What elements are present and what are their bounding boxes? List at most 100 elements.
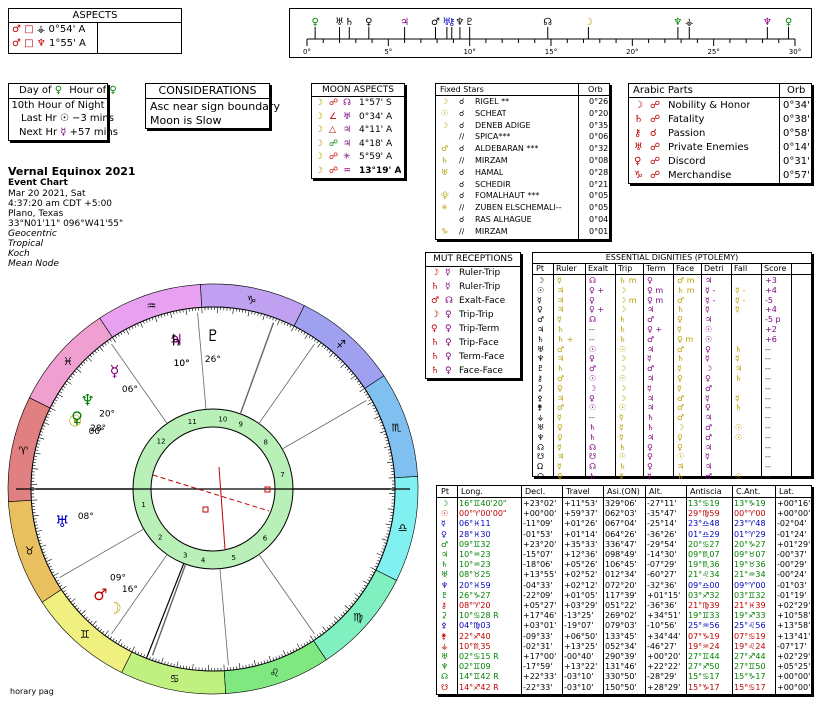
point-glyph: ⚷	[537, 374, 543, 383]
degree-tick	[35, 527, 39, 529]
aspect-glyph: ☍	[650, 142, 661, 153]
planet-degree: 00°	[89, 427, 105, 437]
aspects-panel: ASPECTS ♂ □ ⚶ 0°54' A ♂ □ ♆ 1°55' A	[8, 8, 182, 54]
position-row: ⚳10°♋28 R+17°46'-13°25'269°02'+34°51'19°…	[437, 611, 811, 621]
position-decl: +00°00'	[523, 509, 557, 519]
point-glyph: ☿	[537, 295, 542, 305]
dignity-cell: ♀ m	[677, 334, 694, 344]
ruler-marker-glyph: ☊	[543, 17, 552, 28]
dignity-cell: ☽	[619, 285, 627, 295]
degree-tick	[331, 622, 334, 626]
ruler-marker-glyph: ♃	[400, 17, 409, 28]
degree-tick	[362, 587, 366, 590]
dignity-cell: ☿ -	[735, 285, 746, 295]
degree-tick	[39, 542, 43, 545]
planet-glyph: ☊	[445, 296, 453, 306]
dignity-cell: ♂	[677, 344, 685, 354]
degree-tick	[356, 380, 360, 383]
degree-tick	[176, 661, 179, 668]
dignity-cell: ♀	[557, 383, 563, 393]
star-orb: 0°20'	[589, 108, 611, 118]
planet-degree: 09°	[110, 574, 126, 584]
dignity-cell: -5 p	[765, 315, 781, 325]
dignity-cell: ♄	[619, 462, 627, 472]
degree-tick	[61, 586, 67, 590]
aspect-glyph: ☍	[650, 170, 661, 181]
dignity-cell: ♃	[557, 452, 565, 462]
degree-tick	[363, 390, 367, 393]
star-name: SCHEAT	[475, 108, 507, 118]
degree-tick	[262, 314, 265, 321]
point-glyph: ♅	[441, 652, 449, 661]
aspect-orb: 13°19' A	[359, 165, 402, 176]
position-row: ☉00°♈00'00"+00°00'+59°37'062°03'-35°47'2…	[437, 509, 811, 519]
planet-degree: 20°	[99, 410, 115, 420]
degree-tick	[160, 314, 163, 318]
degree-tick	[335, 356, 339, 360]
house-cusp-line	[239, 322, 275, 415]
degree-tick	[253, 660, 256, 667]
position-ant: 29°♍59	[688, 509, 720, 519]
planet-degree: 16°	[122, 585, 138, 595]
position-lat: -01°03'	[777, 580, 807, 590]
position-alt: -32°36'	[647, 580, 677, 590]
point-glyph: ☊	[537, 472, 545, 481]
degree-tick	[99, 346, 104, 352]
house-number: 2	[158, 534, 162, 542]
degree-tick	[388, 521, 393, 523]
degree-tick	[309, 639, 312, 643]
degree-tick	[78, 609, 82, 613]
planet-degree: 10°	[174, 359, 190, 369]
dignity-cell: ♂ m	[677, 276, 695, 285]
aspect-row: ♂ □ ♆ 1°55' A	[12, 38, 181, 49]
degree-tick	[268, 655, 272, 662]
degree-tick	[55, 396, 59, 399]
aspect-line	[152, 474, 270, 512]
aspect-orb: 1°57' S	[359, 98, 392, 108]
degree-tick	[185, 308, 188, 316]
dignity-cell: ☊	[589, 276, 597, 285]
position-decl: -22°33'	[523, 682, 553, 692]
dignity-cell: ☿ -	[735, 295, 746, 305]
dignity-cell: ♄	[677, 305, 685, 315]
house-number: 12	[157, 438, 166, 446]
point-glyph: ♅	[537, 344, 545, 354]
dignity-cell: ☽	[619, 305, 627, 315]
dignity-cell: +4	[765, 285, 777, 295]
point-glyph: ♀	[537, 305, 543, 315]
dignity-cell: --	[765, 374, 771, 383]
dignity-cell: ♀	[677, 442, 683, 452]
planet-glyph: ☿	[445, 282, 451, 292]
degree-tick	[51, 571, 55, 574]
planet-degree: 06°	[122, 385, 138, 395]
point-glyph: ♄	[441, 560, 449, 570]
aspect-glyph: ☌	[459, 215, 465, 224]
position-long: 16°♊40'20"	[459, 499, 507, 508]
degree-tick	[326, 348, 329, 351]
degree-tick	[167, 662, 169, 666]
moon-glyph: ☽	[315, 138, 324, 149]
degree-tick	[362, 580, 369, 585]
house-cusp-line	[197, 312, 207, 410]
degree-tick	[41, 428, 45, 430]
dignity-cell: ♀	[647, 276, 653, 285]
sun-glyph: ☉	[59, 113, 69, 124]
dignities-header: Fall	[734, 264, 748, 273]
part-orb: 0°38'	[783, 114, 810, 125]
part-orb: 0°14'	[783, 142, 810, 153]
planet-glyph: ♃	[169, 331, 183, 350]
star-name: RIGEL **	[475, 97, 510, 106]
position-asc: 106°45'	[605, 560, 637, 570]
chart-date: Mar 20 2021, Sat	[8, 189, 86, 199]
dignity-cell: --	[765, 462, 771, 472]
degree-tick	[248, 664, 250, 668]
position-lat: -07°17'	[777, 641, 807, 651]
degree-tick	[304, 333, 309, 340]
degree-tick	[387, 449, 391, 451]
fixed-stars-title: Fixed Stars	[440, 85, 484, 94]
zodiac-sign-glyph: ♓	[63, 355, 73, 368]
planet-glyph: ☽	[431, 310, 440, 320]
dignity-cell: ☿	[557, 276, 562, 285]
position-cant: 07°♋19	[734, 631, 766, 641]
